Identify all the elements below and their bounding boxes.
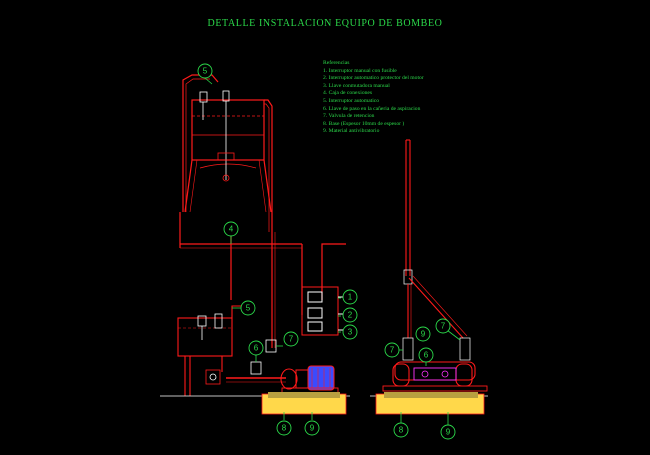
- callout-label: 7: [390, 346, 395, 355]
- callout-label: 6: [254, 344, 259, 353]
- callout-label: 8: [399, 426, 404, 435]
- callout-5-lower: [240, 300, 256, 316]
- callout-7-right-a: [384, 342, 400, 358]
- reference-item: 7. Valvula de retencion: [323, 113, 375, 120]
- distribution-pipe: [179, 212, 346, 348]
- callout-9-left: [304, 420, 320, 436]
- reference-item: 8. Base (Espesor 10mm de espesor ): [323, 120, 405, 127]
- callout-6-right: [418, 347, 434, 363]
- reference-item: 1. Interruptor manual con fusible: [323, 67, 397, 74]
- lower-cistern-valves: [197, 313, 223, 385]
- callout-6-left: [248, 340, 264, 356]
- reference-item: 5. Interruptor automatico: [323, 97, 380, 104]
- left-pump-assembly: [226, 339, 339, 394]
- reference-item: 3. Llave conmutadora manual: [323, 82, 390, 89]
- right-pipe-elevation: [402, 139, 471, 361]
- callout-9-right-top: [415, 326, 431, 342]
- upper-tank: [182, 74, 273, 232]
- callout-7-right-b: [435, 318, 451, 334]
- callout-8-left: [276, 420, 292, 436]
- references-legend: Referencias 1. Interruptor manual con fu…: [323, 60, 424, 136]
- callout-label: 9: [310, 424, 315, 433]
- right-pump-side-view: [382, 361, 488, 392]
- lower-cistern: [177, 305, 248, 396]
- right-concrete-base: [375, 392, 485, 415]
- drawing-title: DETALLE INSTALACION EQUIPO DE BOMBEO: [207, 18, 443, 29]
- left-concrete-base: [261, 392, 347, 415]
- callout-label: 7: [441, 322, 446, 331]
- callout-9-right: [440, 424, 456, 440]
- control-panel: [301, 286, 346, 336]
- reference-item: 2. Interruptor automatico protector del …: [323, 75, 424, 82]
- callout-label: 5: [203, 67, 208, 76]
- callout-4: [223, 221, 239, 237]
- callout-3: [342, 324, 358, 340]
- callout-label: 3: [348, 328, 353, 337]
- callout-label: 2: [348, 311, 353, 320]
- callout-1: [342, 289, 358, 305]
- reference-item: 4. Caja de conexiones: [323, 90, 373, 97]
- upper-tank-float-switch: [199, 90, 235, 182]
- callout-bubbles: [197, 63, 456, 440]
- reference-item: 6. Llave de paso en la cañeria de aspira…: [323, 105, 421, 112]
- callout-label: 6: [424, 351, 429, 360]
- callout-label: 1: [348, 293, 353, 302]
- callout-label: 7: [289, 335, 294, 344]
- callout-labels: 5 4 5 1 2 3 6 7 8 9 7 9 6 7 8 9: [203, 67, 451, 437]
- references-heading: Referencias: [323, 60, 350, 66]
- callout-label: 5: [246, 304, 251, 313]
- reference-item: 9. Material antivibratorio: [323, 128, 380, 135]
- callout-7-left: [283, 331, 299, 347]
- callout-8-right: [393, 422, 409, 438]
- callout-5-upper: [197, 63, 213, 79]
- callout-label: 9: [421, 330, 426, 339]
- callout-label: 9: [446, 428, 451, 437]
- callout-2: [342, 307, 358, 323]
- callout-label: 8: [282, 424, 287, 433]
- callout-label: 4: [229, 225, 234, 234]
